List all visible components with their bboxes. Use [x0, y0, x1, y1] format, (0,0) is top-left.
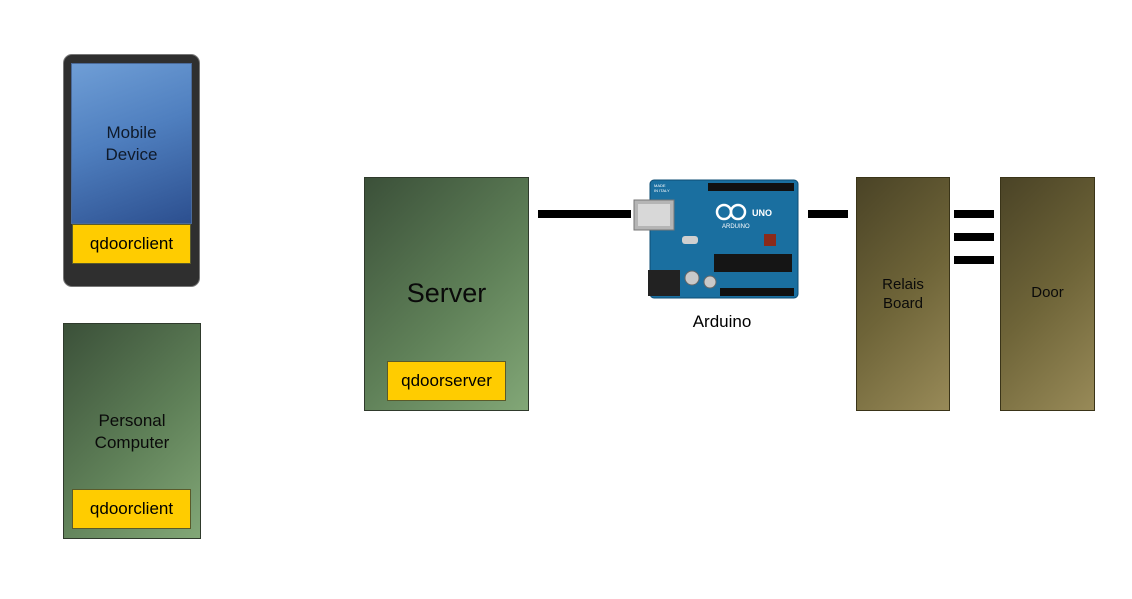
mobile-qdoorclient-tag: qdoorclient	[72, 224, 191, 264]
arduino-made-text: MADE	[654, 183, 666, 188]
arduino-reset-button	[764, 234, 776, 246]
pc-qdoorclient-tag: qdoorclient	[72, 489, 191, 529]
arduino-logo	[715, 203, 747, 221]
arduino-label: Arduino	[692, 312, 752, 331]
qdoorserver-tag: qdoorserver	[387, 361, 506, 401]
arduino-chip	[714, 254, 792, 272]
relais-board-label-line1: Relais	[882, 276, 924, 293]
door-box: Door	[1000, 177, 1095, 411]
arduino-digital-header	[708, 183, 794, 191]
arduino-capacitor-1	[684, 270, 700, 286]
mobile-device-label-line1: Mobile	[106, 122, 157, 142]
arduino-power-jack	[648, 270, 680, 296]
arduino-capacitor-2	[703, 275, 717, 289]
personal-computer-label-line2: Computer	[94, 433, 170, 452]
arduino-board-name-text: ARDUINO	[722, 224, 750, 230]
relais-board-label-line2: Board	[882, 295, 924, 312]
personal-computer-label-line1: Personal	[98, 411, 166, 430]
qdoorserver-label: qdoorserver	[401, 371, 492, 390]
relais-board-box: Relais Board	[856, 177, 950, 411]
arduino-relais-connector	[808, 210, 848, 218]
arduino-italy-text: IN ITALY	[654, 188, 670, 193]
relais-door-connector-1	[954, 210, 994, 218]
arduino-crystal	[682, 236, 698, 244]
mobile-device-label-line2: Device	[105, 144, 158, 164]
server-label: Server	[406, 278, 487, 308]
server-arduino-connector	[538, 210, 631, 218]
arduino-board-image: UNO ARDUINO MADE IN ITALY	[633, 179, 799, 299]
relais-door-connector-2	[954, 233, 994, 241]
door-label: Door	[1031, 284, 1064, 301]
arduino-analog-header	[720, 288, 794, 296]
arduino-usb-inner	[638, 204, 670, 226]
relais-door-connector-3	[954, 256, 994, 264]
pc-qdoorclient-label: qdoorclient	[89, 499, 174, 518]
mobile-qdoorclient-label: qdoorclient	[89, 234, 174, 253]
arduino-uno-text: UNO	[752, 208, 772, 218]
mobile-device-screen: Mobile Device	[71, 63, 192, 224]
